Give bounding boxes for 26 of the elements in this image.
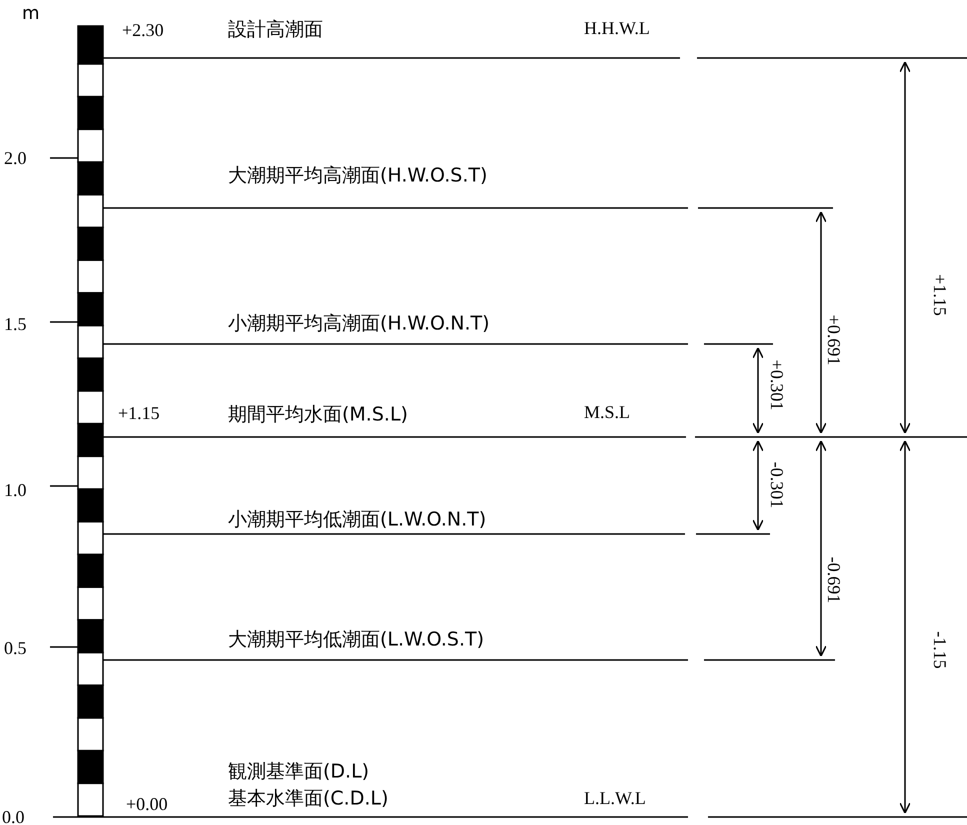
level-label: 期間平均水面(M.S.L)	[228, 406, 408, 424]
dimension-value: +0.691	[825, 314, 843, 366]
tick-label: 1.0	[4, 481, 26, 499]
level-code: M.S.L	[584, 403, 630, 421]
dimension-value: -1.15	[931, 631, 949, 669]
unit-label: m	[22, 5, 40, 23]
dimension-value: -0.301	[768, 462, 786, 508]
level-code: H.H.W.L	[584, 19, 650, 37]
level-label: 大潮期平均高潮面(H.W.O.S.T)	[228, 166, 488, 186]
level-label: 小潮期平均低潮面(L.W.O.N.T)	[228, 510, 486, 530]
level-label: 大潮期平均低潮面(L.W.O.S.T)	[228, 630, 484, 650]
elevation-value: +0.00	[126, 795, 168, 813]
level-label: 設計高潮面	[228, 20, 323, 40]
dimension-value: +0.301	[768, 360, 786, 410]
tick-label: 0.0	[2, 808, 24, 825]
tick-label: 2.0	[4, 149, 26, 167]
level-label: 基本水準面(C.D.L)	[228, 790, 388, 808]
tick-label: 1.5	[4, 315, 26, 333]
elevation-value: +2.30	[122, 21, 164, 39]
elevation-value: +1.15	[118, 404, 160, 422]
dimension-value: -0.691	[825, 556, 843, 604]
level-label: 観測基準面(D.L)	[228, 762, 370, 782]
dimension-value: +1.15	[931, 274, 949, 316]
tick-label: 0.5	[4, 639, 26, 657]
level-label: 小潮期平均高潮面(H.W.O.N.T)	[228, 314, 490, 334]
level-code: L.L.W.L	[584, 789, 646, 807]
